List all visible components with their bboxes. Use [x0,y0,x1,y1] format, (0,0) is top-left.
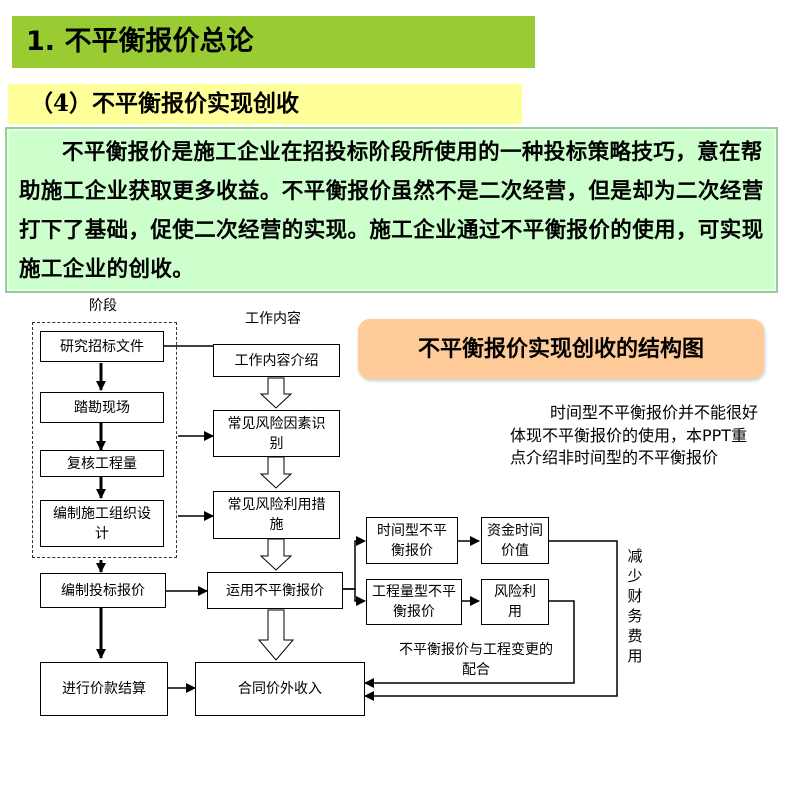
work-box-extra-income: 合同价外收入 [195,662,365,716]
intro-paragraph: 不平衡报价是施工企业在招投标阶段所使用的一种投标策略技巧，意在帮助施工企业获取更… [5,127,778,293]
type-box-quantity: 工程量型不平衡报价 [366,579,462,625]
arrow-e1-w5 [364,540,618,701]
page-title: 1. 不平衡报价总论 [12,16,535,68]
work-box-apply-unbalanced: 运用不平衡报价 [207,572,343,609]
stage-box-settlement: 进行价款结算 [40,662,168,716]
arrow-to-t1 [343,536,366,590]
coordination-label: 不平衡报价与工程变更的配合 [399,642,553,678]
type-box-time: 时间型不平衡报价 [366,517,458,564]
arrow-e2-w5 [364,600,575,688]
hollow-arrow-3 [259,538,293,571]
stage-box-site-survey: 踏勘现场 [40,392,164,423]
hollow-arrow-2 [259,456,293,489]
work-box-risk-identify: 常见风险因素识别 [213,410,340,457]
hollow-arrow-4 [257,609,295,661]
stage-box-bid-pricing: 编制投标报价 [40,573,166,608]
stage-box-research-tender: 研究招标文件 [40,331,164,362]
side-label-reduce-cost: 减少财务费用 [627,547,643,665]
stage-label: 阶段 [89,298,117,314]
stage-box-recheck-quantity: 复核工程量 [40,450,164,477]
stage-group-dashed [32,322,177,558]
section-subtitle: （4）不平衡报价实现创收 [8,84,522,124]
work-box-risk-use: 常见风险利用措施 [213,491,340,539]
work-box-intro: 工作内容介绍 [213,344,340,377]
effect-box-risk-use: 风险利用 [481,579,549,625]
note-text: 时间型不平衡报价并不能很好体现不平衡报价的使用，本PPT重点介绍非时间型的不平衡… [510,403,759,467]
hollow-arrow-1 [259,377,293,409]
structure-chart-title: 不平衡报价实现创收的结构图 [358,319,764,379]
effect-box-time-value: 资金时间价值 [481,517,549,564]
work-label: 工作内容 [245,311,301,327]
arrow-to-t2 [343,588,366,606]
stage-box-construction-design: 编制施工组织设计 [40,500,164,547]
